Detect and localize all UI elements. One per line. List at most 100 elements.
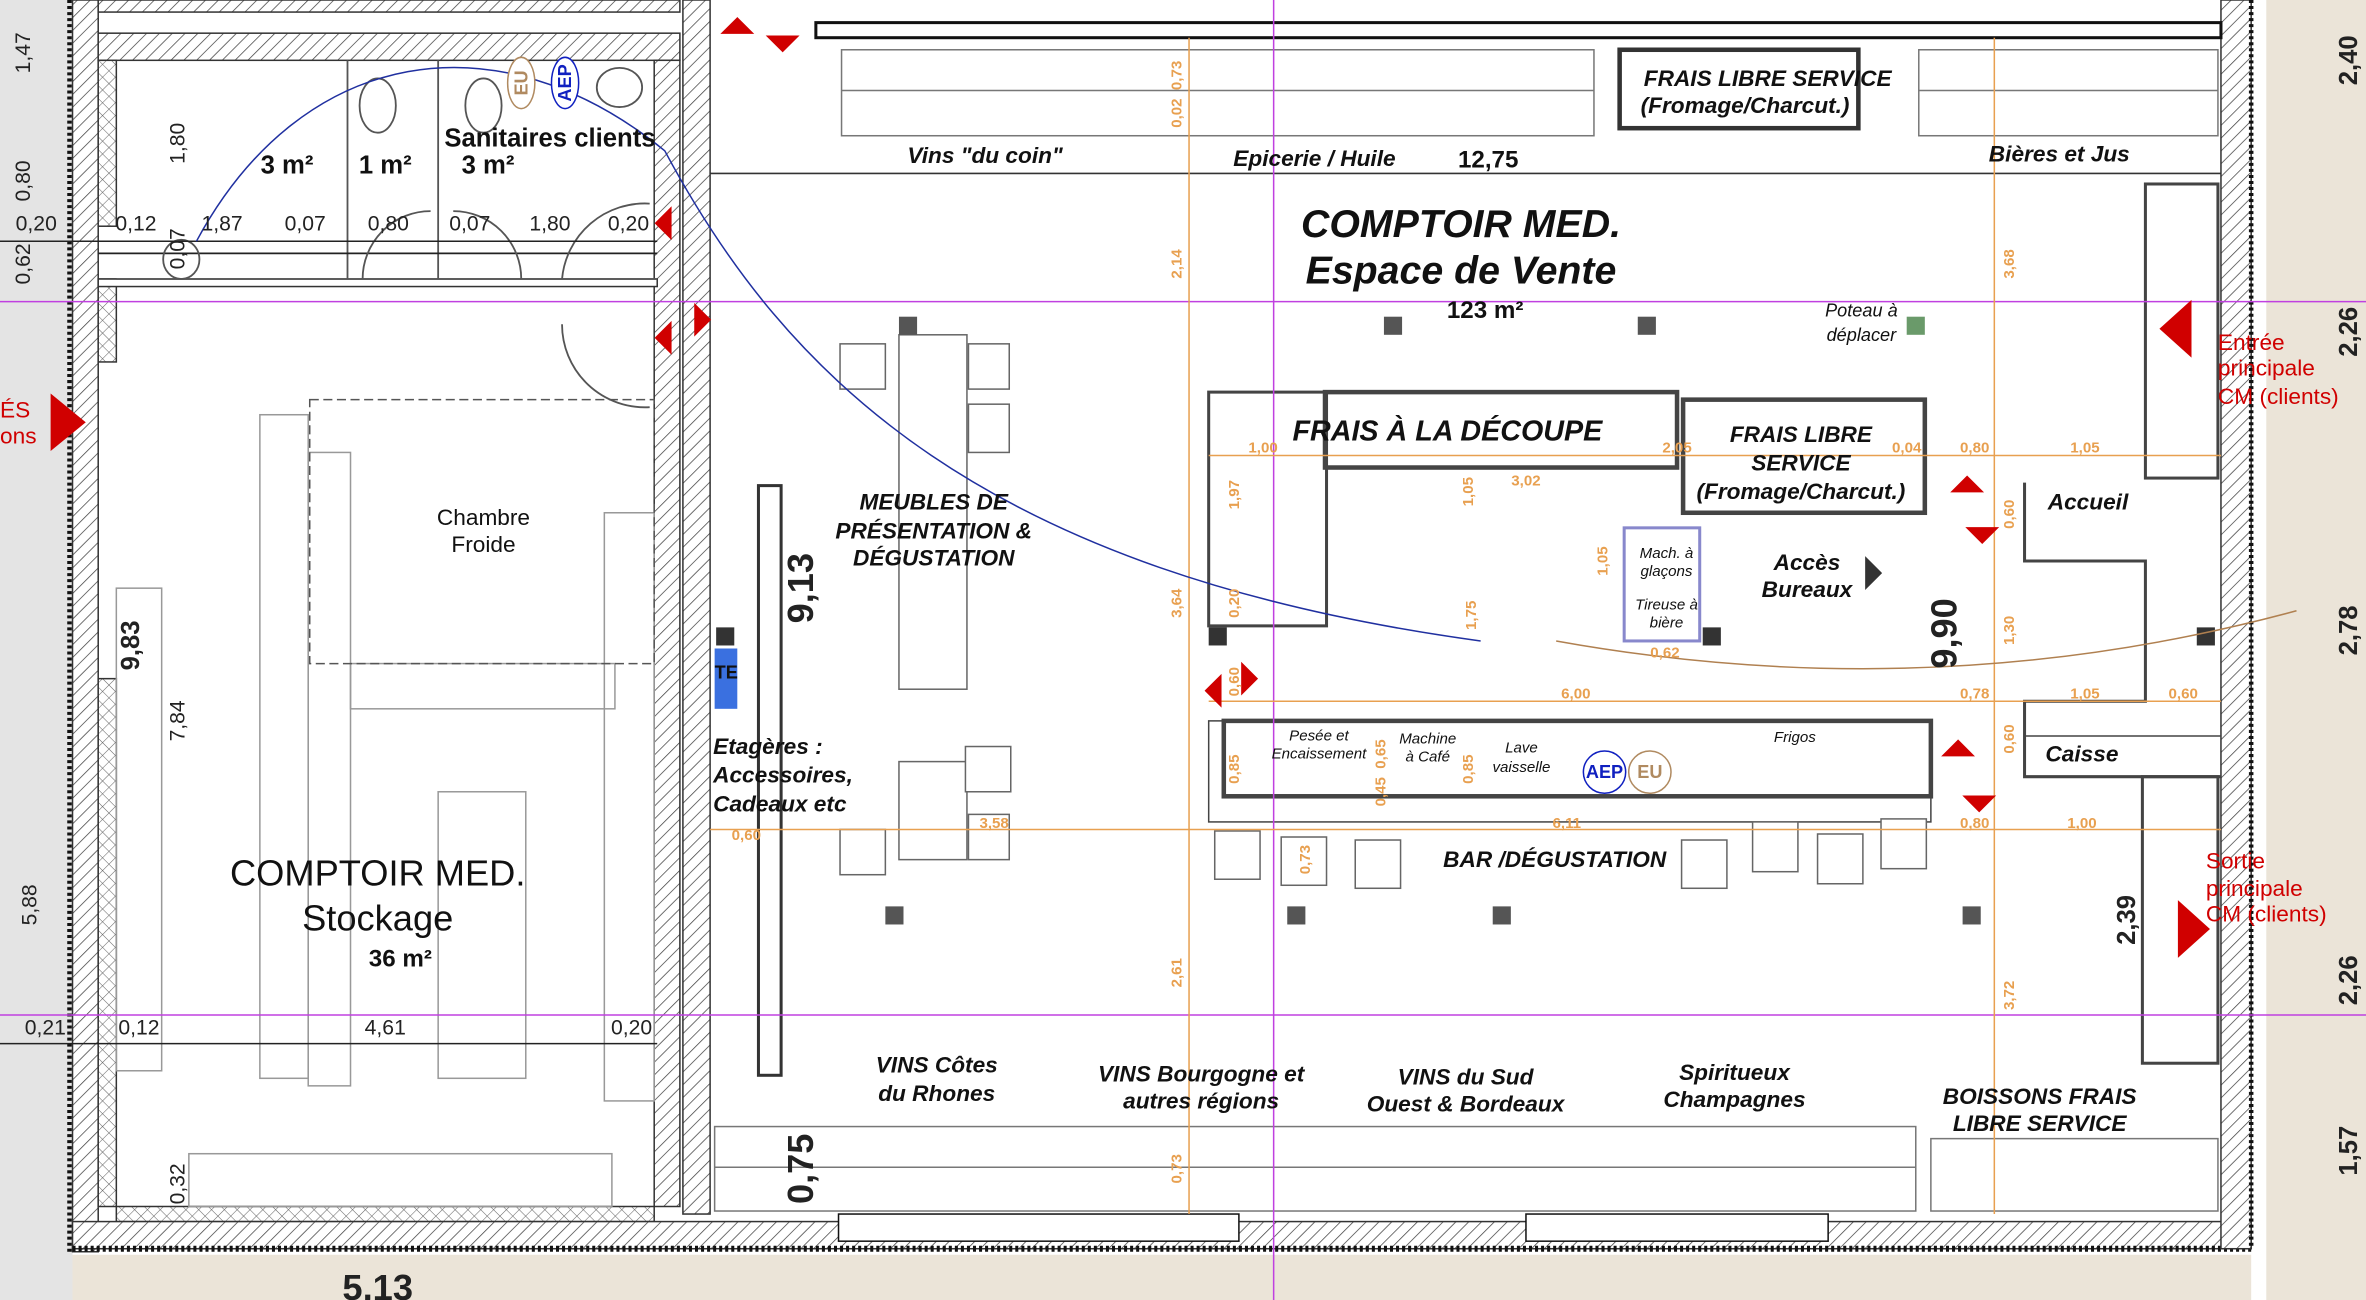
column-note: Poteau à xyxy=(1825,301,1898,321)
dimension-label: 1,57 xyxy=(2335,1126,2363,1176)
dimension-label: 7,84 xyxy=(166,700,189,741)
sales-subtitle: Espace de Vente xyxy=(1306,249,1617,293)
orange-dimension-label: 0,60 xyxy=(2001,724,2018,753)
orange-dimension-label: 6,11 xyxy=(1552,815,1581,832)
orange-dimension-label: 1,05 xyxy=(1460,477,1477,506)
furniture xyxy=(839,334,1928,890)
zone-boissons: LIBRE SERVICE xyxy=(1953,1111,2128,1136)
orange-dimension-label: 6,00 xyxy=(1561,685,1590,702)
zone-meubles: DÉGUSTATION xyxy=(853,546,1015,571)
zone-etageres: Etagères : xyxy=(713,734,823,759)
main-exit-label: Sortie xyxy=(2206,849,2265,874)
dimension-label: 5,88 xyxy=(18,884,41,925)
orange-dimension-label: 0,78 xyxy=(1960,685,1989,702)
orange-dimension-label: 1,00 xyxy=(2067,815,2096,832)
electrical-panel xyxy=(714,648,738,709)
orange-dimension-label: 0,04 xyxy=(1892,439,1922,456)
eu-marker: EU xyxy=(511,70,531,95)
zone-vins-rhone: VINS Côtes xyxy=(876,1052,998,1077)
column-to-move xyxy=(1906,316,1925,335)
black-dimension-lines xyxy=(0,240,658,1045)
office-access-label: Bureaux xyxy=(1762,577,1854,602)
zone-etageres: Accessoires, xyxy=(712,763,853,788)
storage-title: COMPTOIR MED. xyxy=(230,852,525,893)
zone-frais-ls-mid: SERVICE xyxy=(1751,451,1851,476)
orange-dimension-label: 1,97 xyxy=(1226,480,1243,509)
orange-dimension-label: 0,73 xyxy=(1168,1154,1185,1183)
orange-dimension-label: 0,02 xyxy=(1168,98,1185,127)
coffee-machine-label: Machine xyxy=(1399,731,1456,748)
dimension-label: 0,62 xyxy=(12,243,35,284)
orange-dimension-label: 3,64 xyxy=(1168,588,1185,618)
zone-bieres: Bières et Jus xyxy=(1989,141,2130,166)
bottom-exterior-strip xyxy=(72,1254,2252,1300)
zone-spiritueux: Champagnes xyxy=(1663,1087,1805,1112)
orange-dimension-lines xyxy=(710,37,2221,1215)
zone-vins-bourgogne: VINS Bourgogne et xyxy=(1098,1061,1306,1086)
zone-epicerie: Epicerie / Huile xyxy=(1233,146,1395,171)
zone-vins-bourgogne: autres régions xyxy=(1123,1088,1279,1113)
dimension-label: 2,26 xyxy=(2335,307,2363,357)
dimension-label: 2,40 xyxy=(2335,35,2363,85)
flow-arrows xyxy=(50,17,2211,958)
dimension-label: 4,61 xyxy=(365,1017,406,1040)
side-entry-label: ons xyxy=(0,423,37,448)
orange-dimension-label: 3,72 xyxy=(2001,981,2018,1010)
orange-dimension-label: 1,00 xyxy=(1248,439,1277,456)
orange-dimension-label: 0,45 xyxy=(1372,777,1389,806)
zone-frais-ls-top: FRAIS LIBRE SERVICE xyxy=(1644,66,1893,91)
restroom-area: 3 m² xyxy=(462,151,515,179)
left-entry-arrow-icon xyxy=(50,393,86,452)
main-entry-label: principale xyxy=(2218,356,2315,381)
orange-dimension-label: 0,65 xyxy=(1372,739,1389,768)
dimension-label: 0,20 xyxy=(608,213,649,236)
zone-etageres: Cadeaux etc xyxy=(713,791,847,816)
storage-area: 36 m² xyxy=(369,946,432,973)
orange-dimension-label: 0,60 xyxy=(732,827,761,844)
zone-frais-ls-mid: (Fromage/Charcut.) xyxy=(1697,479,1906,504)
orange-dimension-label: 3,68 xyxy=(2001,249,2018,278)
orange-dimension-label: 0,20 xyxy=(1226,589,1243,618)
electrical-panel-label: TE xyxy=(715,663,738,683)
orange-dimension-label: 0,60 xyxy=(1226,667,1243,696)
dimension-label: 0,80 xyxy=(12,160,35,201)
storage-racks xyxy=(115,398,655,1208)
dimension-label: 1,87 xyxy=(202,213,243,236)
zone-spiritueux: Spiritueux xyxy=(1679,1060,1791,1085)
orange-dimension-label: 0,62 xyxy=(1650,645,1679,662)
dimension-label: 0,20 xyxy=(16,213,57,236)
main-exit-label: CM (clients) xyxy=(2206,901,2327,926)
zone-frais-ls-top: (Fromage/Charcut.) xyxy=(1641,93,1850,118)
dimension-label: 9,83 xyxy=(117,621,145,671)
dimension-label: 2,26 xyxy=(2335,955,2363,1005)
orange-dimension-label: 0,60 xyxy=(2001,500,2018,529)
main-entry-arrow-icon xyxy=(2159,299,2192,358)
cold-room xyxy=(308,398,655,665)
dimension-label: 0,07 xyxy=(166,228,189,269)
restroom-partitions xyxy=(98,60,658,409)
orange-dimension-label: 2,05 xyxy=(1662,439,1691,456)
zone-vins-rhone: du Rhones xyxy=(878,1081,995,1106)
dimension-label: 12,75 xyxy=(1458,146,1518,173)
orange-dimension-label: 0,80 xyxy=(1960,439,1989,456)
ice-machine-label: Mach. à xyxy=(1640,545,1694,562)
dimension-label: 0,21 xyxy=(25,1017,66,1040)
left-margin-strip xyxy=(0,0,73,1300)
beer-tap-label: bière xyxy=(1650,614,1684,631)
dimension-label: 0,32 xyxy=(166,1163,189,1204)
column-note: déplacer xyxy=(1827,325,1897,345)
orange-dimension-label: 0,85 xyxy=(1226,754,1243,783)
orange-dimension-label: 3,02 xyxy=(1511,473,1540,490)
main-exit-arrow-icon xyxy=(2177,900,2211,958)
top-shelving xyxy=(710,21,2223,175)
main-entry-label: CM (clients) xyxy=(2218,384,2339,409)
orange-dimension-label: 1,05 xyxy=(2070,439,2099,456)
right-exterior-strip xyxy=(2266,0,2366,1300)
dimension-label: 0,20 xyxy=(611,1017,652,1040)
side-entry-label: ÉS xyxy=(0,398,30,423)
office-access-label: Accès xyxy=(1773,550,1841,575)
orange-dimension-label: 0,60 xyxy=(2168,685,2197,702)
zone-meubles: MEUBLES DE xyxy=(859,490,1008,515)
orange-dimension-label: 2,61 xyxy=(1168,958,1185,987)
